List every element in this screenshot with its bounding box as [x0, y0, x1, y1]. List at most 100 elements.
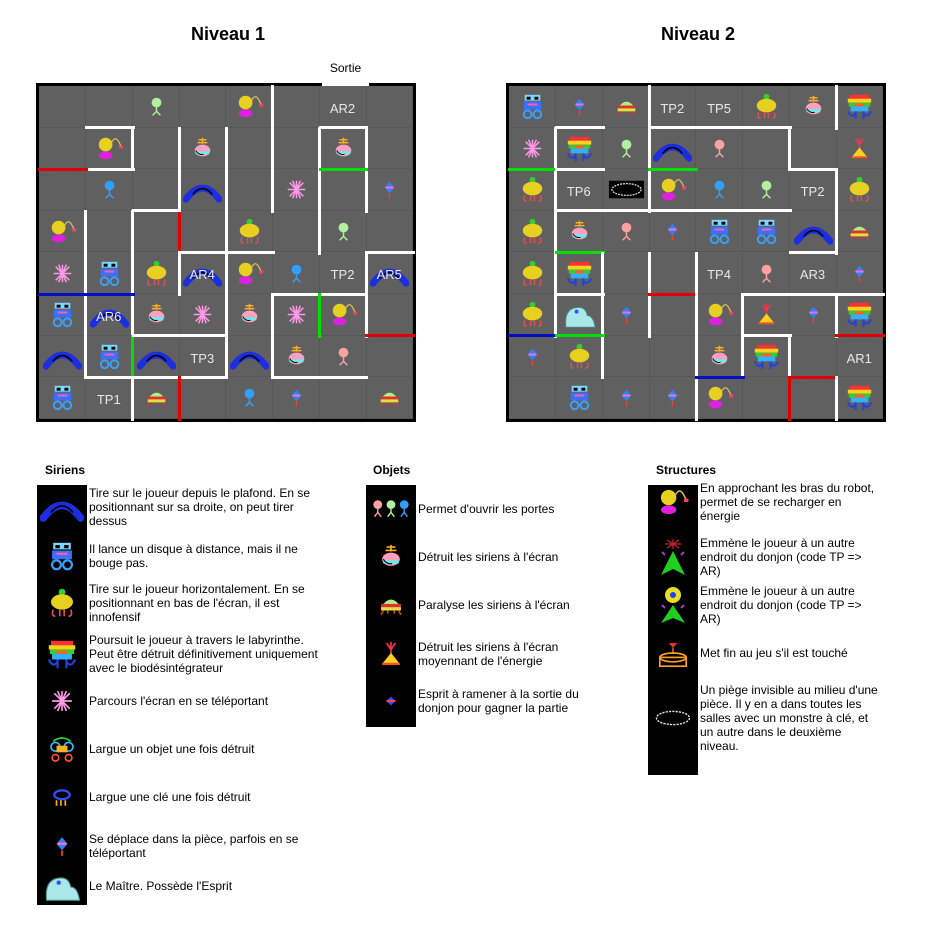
map-cell: TP2 [649, 86, 697, 128]
shooter-icon [522, 177, 543, 203]
map-cell [226, 169, 273, 211]
red-door [788, 375, 839, 379]
objets-legend-item: Détruit les siriens à l'écran moyennant … [366, 632, 616, 676]
map-cell [85, 210, 133, 253]
wall [554, 126, 605, 130]
green-door [131, 334, 134, 380]
map-cell [226, 127, 273, 170]
teleporter-icon [193, 305, 212, 324]
map-cell [132, 377, 180, 419]
disc-icon [51, 542, 73, 571]
map-cell [39, 86, 86, 128]
map-cell [649, 252, 697, 295]
paralyse-icon [146, 393, 166, 407]
shooter-icon [51, 588, 73, 618]
green-door [508, 167, 558, 171]
chaser-icon [566, 261, 592, 286]
map-cell: AR2 [319, 86, 367, 128]
map-cell [649, 127, 697, 170]
disc-icon [99, 344, 119, 369]
disc-icon [709, 219, 730, 245]
map-cell [272, 210, 320, 253]
objets-legend-item: Paralyse les siriens à l'écran [366, 583, 616, 627]
map-cell [509, 127, 556, 170]
bomb-icon [241, 303, 258, 323]
robot-icon [660, 489, 689, 515]
end-device-icon [658, 643, 688, 668]
disc-icon [756, 219, 776, 245]
map-cell [555, 252, 603, 295]
shooter-icon [850, 177, 870, 203]
map-cell [226, 210, 273, 253]
map-cell [742, 252, 790, 295]
wall [601, 251, 604, 380]
room-code-label: TP5 [707, 100, 731, 116]
map-cell: TP2 [789, 169, 837, 211]
trap-icon [608, 180, 644, 199]
map-cell [132, 252, 180, 295]
disc-icon [52, 302, 73, 328]
chaser-icon [47, 640, 77, 669]
green-door [648, 167, 698, 171]
energy-weapon-icon [758, 303, 775, 325]
map-cell [319, 210, 367, 253]
teleporter-icon [287, 305, 306, 324]
map-cell [555, 127, 603, 170]
map-cell [836, 252, 884, 295]
map-cell [602, 169, 650, 211]
legend-description: Tire sur le joueur depuis le plafond. En… [89, 486, 311, 528]
energy-weapon-icon [851, 137, 868, 158]
legend-description: Le Maître. Possède l'Esprit [89, 879, 233, 893]
chaser-icon [847, 94, 873, 120]
chaser-icon [847, 386, 873, 411]
wall [84, 126, 135, 130]
map-cell [789, 86, 837, 128]
map-cell [39, 252, 86, 295]
spinner-icon [527, 348, 538, 366]
legend-description: Se déplace dans la pièce, parfois en se … [89, 832, 299, 860]
map-cell [742, 127, 790, 170]
ceiling-icon [370, 268, 410, 287]
siriens-legend-item: Il lance un disque à distance, mais il n… [37, 534, 327, 578]
room-code-label: AR4 [189, 267, 215, 283]
bomb-icon [711, 345, 728, 365]
wall [834, 168, 838, 255]
key-pink-icon [621, 222, 631, 241]
legend-icon [648, 698, 698, 738]
map-cell: AR4 [179, 252, 227, 295]
legend-description: Met fin au jeu s'il est touché [700, 646, 848, 660]
ar-structure-icon [661, 587, 685, 623]
legend-description: Largue une clé une fois détruit [89, 790, 251, 804]
chaser-icon [566, 136, 592, 161]
map-cell [649, 210, 697, 253]
map-cell [179, 377, 227, 419]
room-code-label: AR1 [846, 350, 872, 366]
disc-icon [52, 386, 73, 411]
map-cell [226, 377, 273, 419]
robot-icon [708, 387, 734, 409]
red-door [177, 376, 181, 421]
room-code-label: AR3 [799, 267, 826, 283]
spinner-icon [667, 223, 678, 241]
map-cell [696, 210, 743, 253]
room-code-label: TP6 [566, 184, 591, 200]
map-cell [226, 252, 273, 295]
teleporter-icon [52, 690, 72, 712]
red-door [835, 334, 885, 338]
map-cell [509, 377, 556, 419]
map-cell [742, 86, 790, 128]
map-cell [366, 294, 414, 336]
wall [554, 167, 605, 171]
map-cell [789, 294, 837, 336]
paralyse-icon [616, 101, 636, 116]
wall [271, 293, 275, 380]
map-cell [742, 294, 790, 336]
map-cell [836, 169, 884, 211]
map-cell [85, 335, 133, 378]
map-cell [39, 335, 86, 378]
legend-icon [37, 634, 87, 674]
spinner-icon [621, 390, 631, 407]
disc-icon [569, 386, 589, 411]
key-pink-icon [714, 139, 725, 158]
teleporter-icon [53, 263, 72, 283]
